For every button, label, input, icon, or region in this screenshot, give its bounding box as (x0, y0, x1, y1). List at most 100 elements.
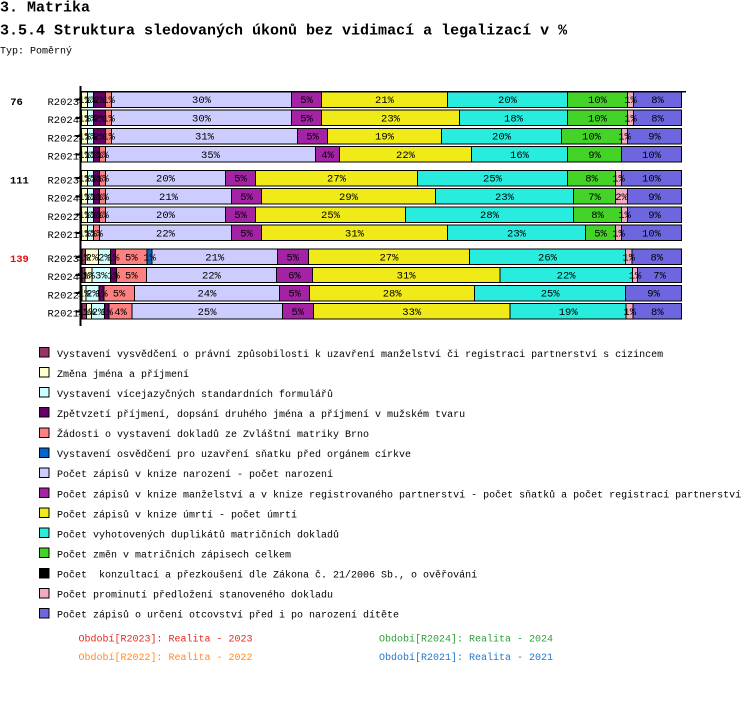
svg-text:3. Matrika: 3. Matrika (0, 0, 90, 17)
svg-text:111: 111 (10, 175, 29, 187)
svg-text:R2023: R2023 (47, 97, 79, 109)
svg-text:1%: 1% (100, 307, 113, 319)
svg-text:20%: 20% (156, 174, 176, 186)
svg-text:1%: 1% (77, 271, 90, 283)
svg-text:Vystavení vícejazyčných standa: Vystavení vícejazyčných standardních for… (57, 388, 333, 401)
svg-text:1%: 1% (78, 113, 91, 125)
svg-text:31%: 31% (195, 132, 215, 144)
svg-text:Změna jména a příjmení: Změna jména a příjmení (57, 369, 189, 381)
svg-text:21%: 21% (159, 192, 179, 204)
svg-text:1%: 1% (624, 95, 637, 107)
svg-text:18%: 18% (504, 113, 524, 125)
svg-text:6%: 6% (288, 271, 301, 283)
svg-text:25%: 25% (541, 289, 561, 301)
svg-text:R2021: R2021 (47, 230, 79, 242)
svg-text:1%: 1% (102, 113, 115, 125)
svg-text:1%: 1% (96, 150, 109, 162)
svg-text:1%: 1% (84, 174, 97, 186)
svg-text:10%: 10% (582, 132, 602, 144)
svg-text:25%: 25% (483, 174, 503, 186)
svg-text:5%: 5% (300, 95, 313, 107)
svg-text:1%: 1% (623, 307, 636, 319)
svg-text:1%: 1% (78, 150, 91, 162)
svg-text:23%: 23% (507, 228, 527, 240)
svg-text:Počet zápisů v knize manželstv: Počet zápisů v knize manželství a v kniz… (57, 488, 741, 501)
svg-text:5%: 5% (234, 210, 247, 222)
svg-text:1%: 1% (107, 252, 120, 264)
svg-text:Počet vyhotovených duplikátů m: Počet vyhotovených duplikátů matričních … (57, 528, 339, 541)
svg-text:28%: 28% (383, 289, 403, 301)
svg-text:Počet zápisů o určení otcovstv: Počet zápisů o určení otcovství před i p… (57, 609, 399, 622)
svg-text:33%: 33% (402, 307, 422, 319)
svg-text:Období[R2022]: Realita - 2022: Období[R2022]: Realita - 2022 (79, 652, 253, 664)
svg-text:27%: 27% (379, 252, 399, 264)
svg-text:30%: 30% (192, 95, 212, 107)
svg-text:1%: 1% (82, 271, 95, 283)
svg-text:30%: 30% (192, 113, 212, 125)
svg-text:10%: 10% (588, 113, 608, 125)
svg-text:22%: 22% (396, 150, 416, 162)
svg-text:Období[R2021]: Realita - 2021: Období[R2021]: Realita - 2021 (379, 652, 553, 664)
svg-text:5%: 5% (125, 252, 138, 264)
svg-text:31%: 31% (345, 228, 365, 240)
svg-text:1%: 1% (78, 228, 91, 240)
svg-text:1%: 1% (624, 113, 637, 125)
svg-text:Počet zápisů v knize narození: Počet zápisů v knize narození - počet na… (57, 468, 333, 481)
svg-text:26%: 26% (538, 252, 558, 264)
svg-text:2%: 2% (93, 132, 106, 144)
svg-text:Počet zápisů v knize úmrtí - p: Počet zápisů v knize úmrtí - počet úmrtí (57, 508, 297, 521)
svg-text:Počet konzultací a přezkoušen: Počet konzultací a přezkoušení dle Zákon… (57, 570, 477, 582)
svg-text:27%: 27% (327, 174, 347, 186)
svg-text:R2023: R2023 (47, 175, 79, 187)
svg-text:3%: 3% (95, 271, 108, 283)
svg-text:R2024: R2024 (47, 272, 79, 284)
svg-text:9%: 9% (648, 132, 661, 144)
svg-text:10%: 10% (642, 228, 662, 240)
svg-text:1%: 1% (96, 192, 109, 204)
svg-text:4%: 4% (114, 307, 127, 319)
svg-text:9%: 9% (588, 150, 601, 162)
svg-text:8%: 8% (591, 210, 604, 222)
svg-text:2%: 2% (92, 307, 105, 319)
svg-text:1%: 1% (84, 95, 97, 107)
svg-text:1%: 1% (78, 307, 91, 319)
svg-text:139: 139 (10, 254, 29, 266)
svg-text:10%: 10% (588, 95, 608, 107)
svg-text:2%: 2% (86, 252, 99, 264)
svg-text:8%: 8% (651, 95, 664, 107)
svg-text:R2023: R2023 (47, 254, 79, 266)
svg-text:8%: 8% (651, 113, 664, 125)
svg-text:8%: 8% (651, 307, 664, 319)
svg-text:20%: 20% (498, 95, 518, 107)
svg-text:9%: 9% (648, 192, 661, 204)
svg-text:5%: 5% (306, 132, 319, 144)
svg-text:5%: 5% (240, 192, 253, 204)
svg-text:R2024: R2024 (47, 115, 79, 127)
svg-text:1%: 1% (78, 192, 91, 204)
svg-text:21%: 21% (375, 95, 395, 107)
svg-text:1%: 1% (90, 150, 103, 162)
svg-text:76: 76 (10, 97, 23, 109)
svg-text:1%: 1% (629, 271, 642, 283)
svg-text:25%: 25% (198, 307, 218, 319)
svg-text:Počet změn v matričních zápise: Počet změn v matričních zápisech celkem (57, 550, 291, 562)
svg-text:1%: 1% (96, 174, 109, 186)
svg-text:1%: 1% (90, 174, 103, 186)
svg-text:8%: 8% (585, 174, 598, 186)
svg-text:R2022: R2022 (47, 290, 79, 302)
svg-text:1%: 1% (78, 95, 91, 107)
svg-text:20%: 20% (156, 210, 176, 222)
svg-text:35%: 35% (201, 150, 221, 162)
svg-text:4%: 4% (321, 150, 334, 162)
svg-text:1%: 1% (84, 150, 97, 162)
svg-text:7%: 7% (653, 271, 666, 283)
svg-text:R2024: R2024 (47, 194, 79, 206)
svg-text:28%: 28% (480, 210, 500, 222)
svg-text:R2021: R2021 (47, 152, 79, 164)
svg-text:9%: 9% (648, 210, 661, 222)
svg-text:10%: 10% (642, 174, 662, 186)
svg-text:2%: 2% (93, 113, 106, 125)
svg-text:2%: 2% (98, 252, 111, 264)
svg-text:1%: 1% (78, 289, 91, 301)
svg-text:16%: 16% (510, 150, 530, 162)
